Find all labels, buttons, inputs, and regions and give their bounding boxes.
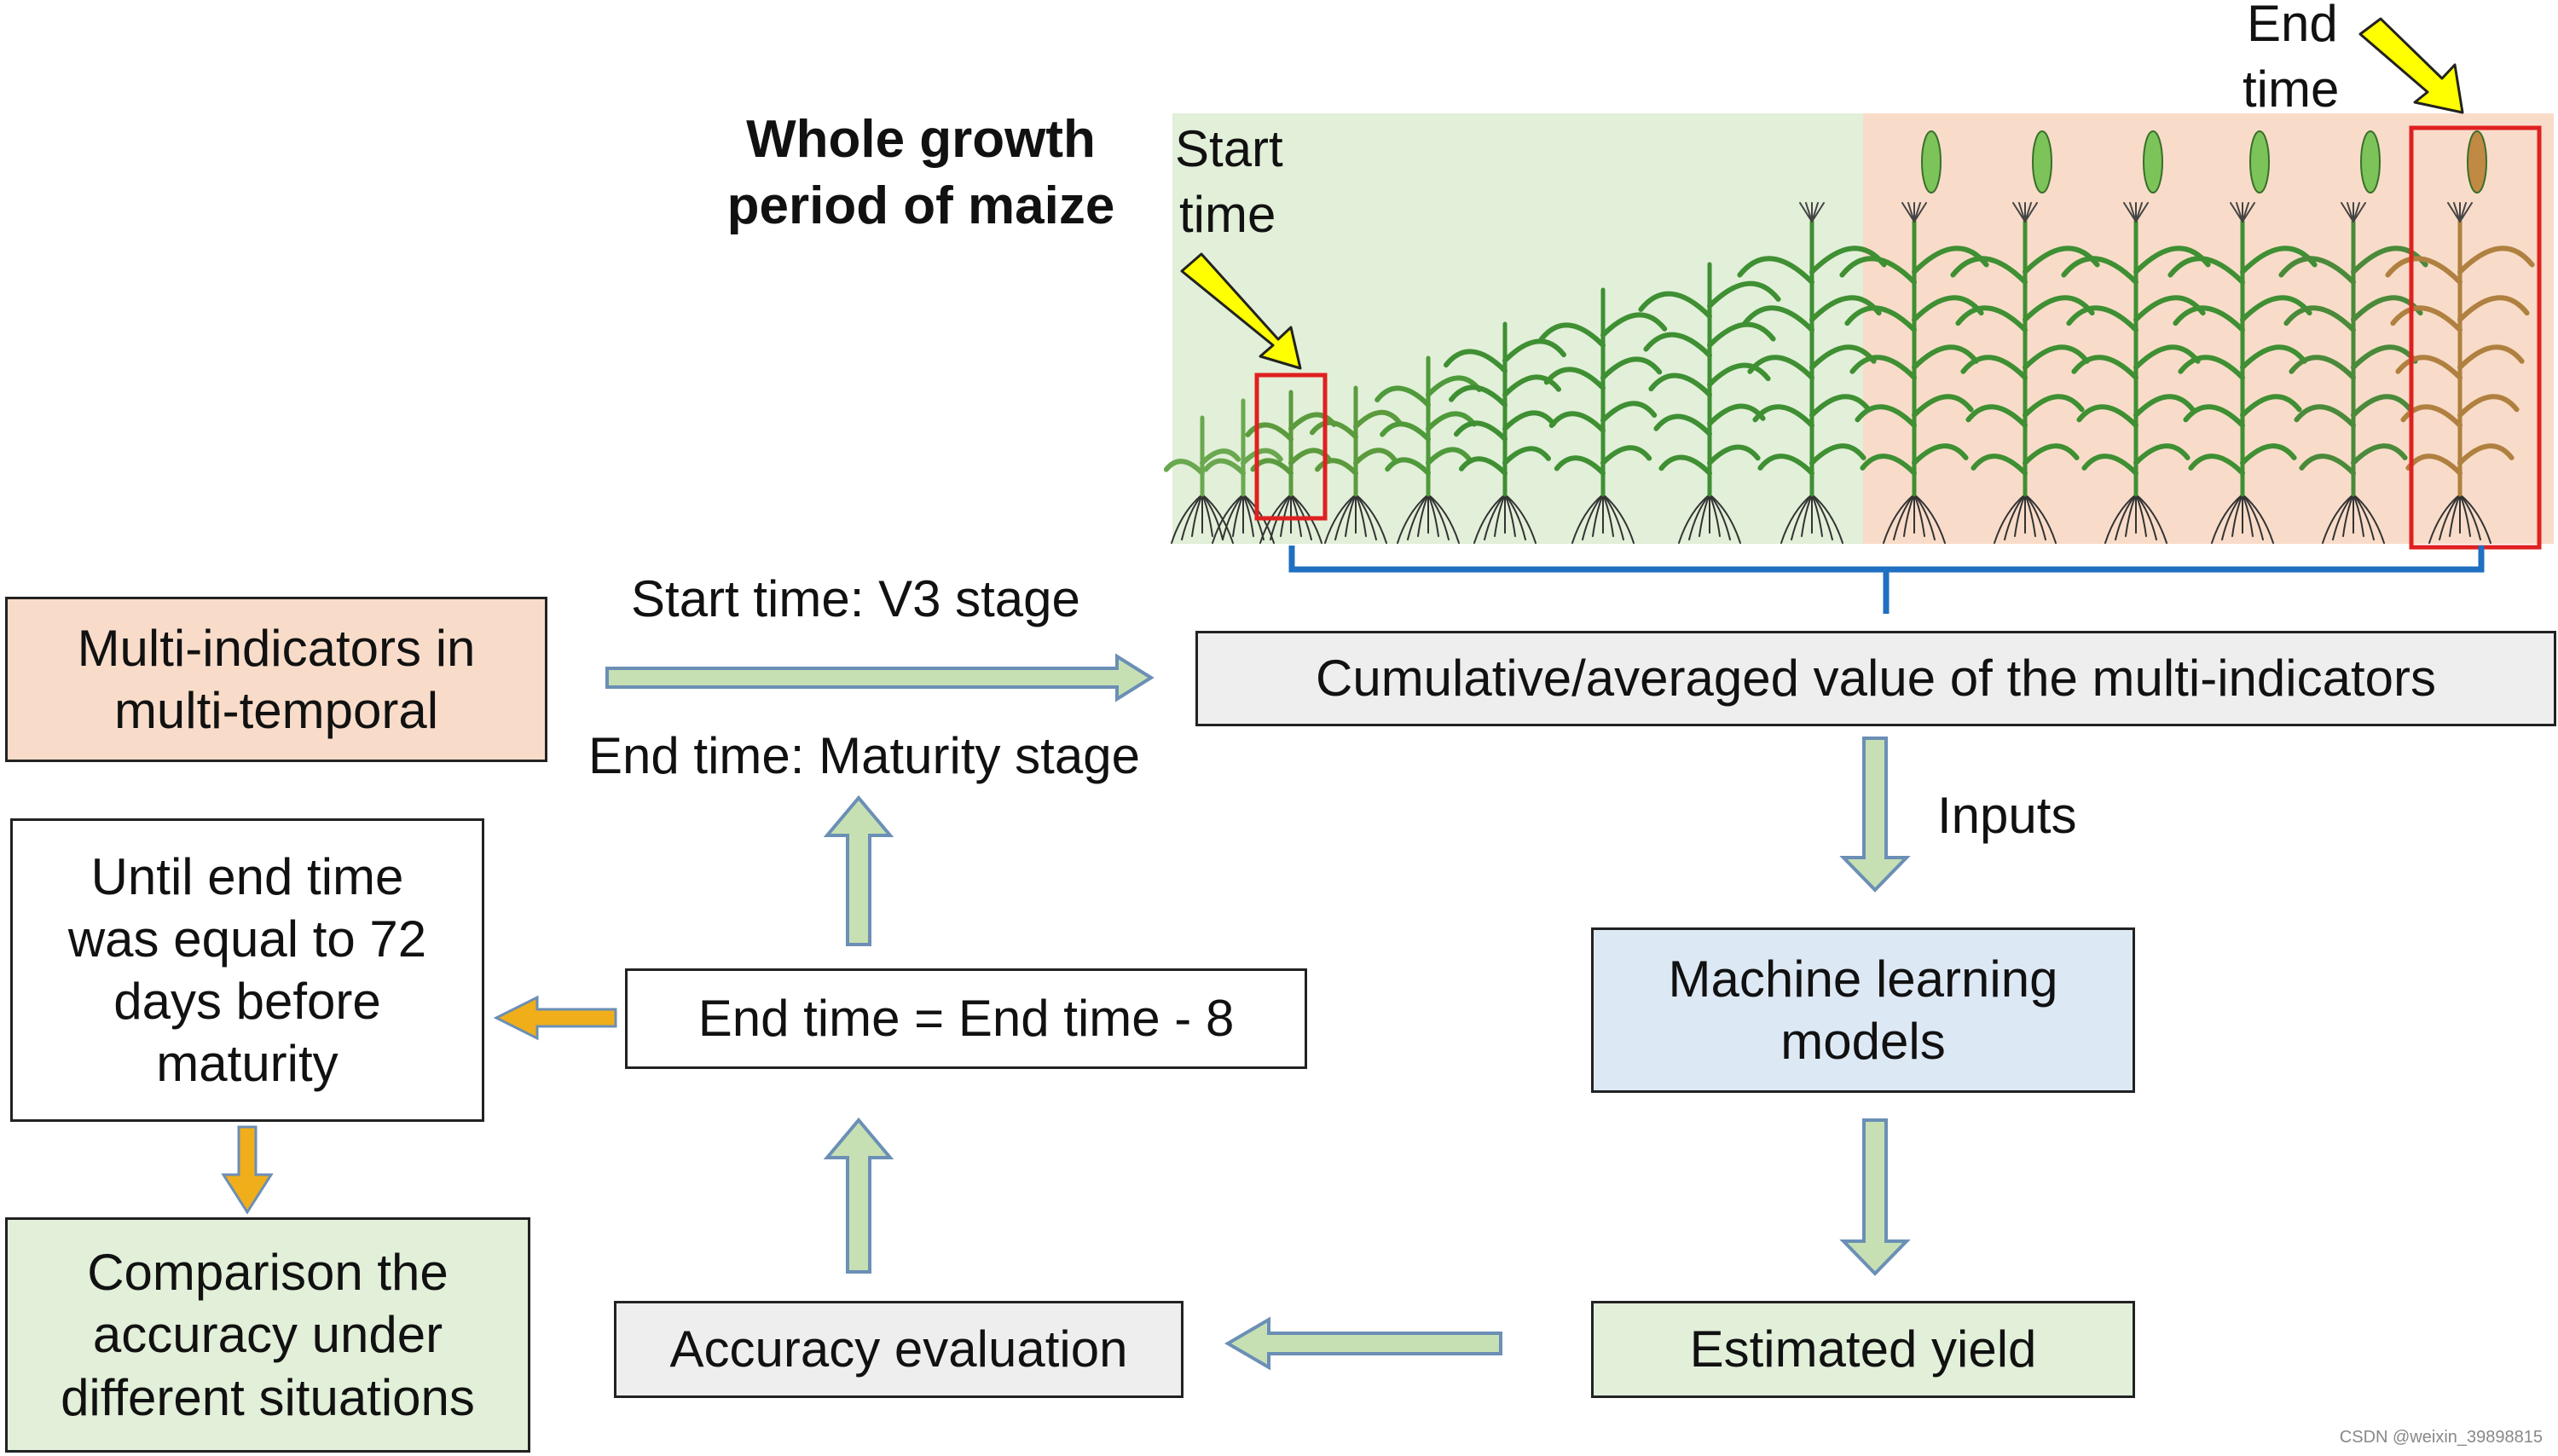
arrow-to-cumulative <box>605 653 1155 702</box>
end-time-pointer-arrow <box>2358 17 2464 114</box>
arrow-yield-to-accuracy <box>1224 1316 1502 1371</box>
arrow-until-to-comparison <box>221 1125 274 1215</box>
watermark: CSDN @weixin_39898815 <box>2339 1428 2543 1447</box>
maize-plant-8 <box>1638 262 1781 544</box>
arrow-update-to-end-time <box>823 794 894 946</box>
accuracy-evaluation-box: Accuracy evaluation <box>614 1301 1184 1398</box>
maize-plants <box>1163 130 2535 544</box>
growth-period-panel: Start time End time <box>1163 0 2554 614</box>
arrow-update-to-until <box>493 995 617 1041</box>
maize-plant-15 <box>2385 130 2535 544</box>
start-time-v3-label: Start time: V3 stage <box>631 570 1080 627</box>
arrow-models-to-yield <box>1839 1118 1911 1276</box>
comparison-box: Comparison the accuracy under different … <box>5 1217 530 1453</box>
estimated-yield-box: Estimated yield <box>1591 1301 2135 1398</box>
end-time-update-box: End time = End time - 8 <box>625 968 1307 1069</box>
end-time-label-line-2: time <box>2243 61 2339 118</box>
end-time-highlight-box <box>2409 125 2542 550</box>
machine-learning-models-box: Machine learning models <box>1591 927 2135 1093</box>
grouping-brace <box>1288 546 2485 614</box>
multi-indicators-box: Multi-indicators in multi-temporal <box>5 597 547 762</box>
arrow-inputs-to-models <box>1839 737 1911 893</box>
start-time-label-line-1: Start <box>1175 120 1283 177</box>
end-time-label-line-1: End <box>2247 0 2338 52</box>
maize-plant-11 <box>1950 130 2100 544</box>
maize-plant-13 <box>2167 130 2318 544</box>
maize-plant-5 <box>1374 355 1482 544</box>
title-line-1: Whole growth <box>746 110 1096 169</box>
maize-plant-6 <box>1444 321 1566 544</box>
maize-plant-4 <box>1310 385 1402 544</box>
maize-plant-1 <box>1163 415 1241 544</box>
diagram-title: Whole growth period of maize <box>682 107 1160 239</box>
end-time-maturity-label: End time: Maturity stage <box>588 727 1140 784</box>
maize-plant-7 <box>1538 287 1668 544</box>
maize-plant-12 <box>2061 130 2211 544</box>
title-line-2: period of maize <box>726 176 1115 235</box>
start-time-label-line-2: time <box>1179 186 1276 243</box>
until-condition-box: Until end time was equal to 72 days befo… <box>10 818 484 1122</box>
start-time-pointer-arrow <box>1180 252 1302 370</box>
start-time-highlight-box <box>1254 373 1328 521</box>
reproductive-stage-background <box>1863 113 2554 544</box>
inputs-label: Inputs <box>1937 787 2077 844</box>
cumulative-value-box: Cumulative/averaged value of the multi-i… <box>1195 631 2556 726</box>
arrow-accuracy-to-update <box>823 1117 894 1274</box>
